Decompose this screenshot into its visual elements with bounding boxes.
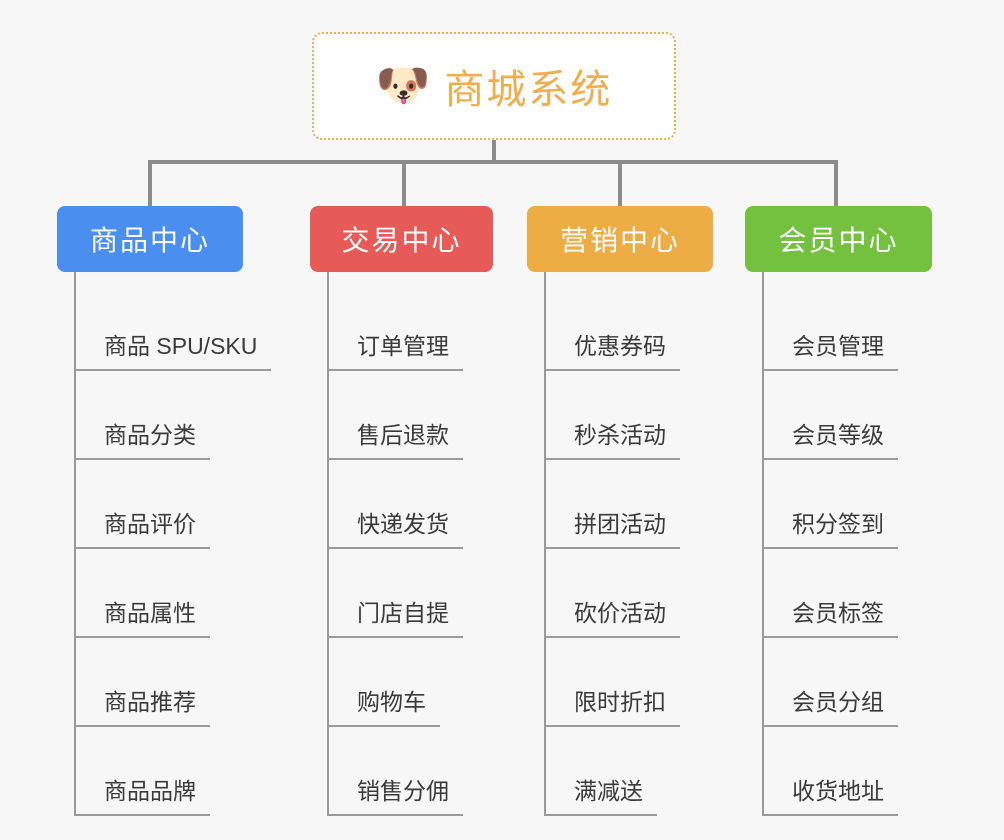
leaf-label: 购物车 [327, 683, 440, 727]
branch-header-label: 交易中心 [341, 225, 462, 256]
branch-leaf-list-product: 商品 SPU/SKU 商品分类 商品评价 商品属性 商品推荐 商品品牌 [74, 272, 307, 816]
leaf-item[interactable]: 限时折扣 [544, 638, 745, 727]
leaf-label: 优惠券码 [544, 327, 680, 371]
leaf-label: 商品推荐 [74, 683, 210, 727]
leaf-label: 积分签到 [762, 505, 898, 549]
branch-header-label: 营销中心 [559, 225, 680, 256]
branch-leaf-list-member: 会员管理 会员等级 积分签到 会员标签 会员分组 收货地址 [762, 272, 963, 816]
branch-column-member: 会员中心 会员管理 会员等级 积分签到 会员标签 会员分组 收货地址 [745, 206, 963, 816]
branch-column-trade: 交易中心 订单管理 售后退款 快递发货 门店自提 购物车 销售分佣 [310, 206, 528, 816]
leaf-label: 拼团活动 [544, 505, 680, 549]
leaf-item[interactable]: 积分签到 [762, 460, 963, 549]
leaf-label: 砍价活动 [544, 594, 680, 638]
leaf-item[interactable]: 商品分类 [74, 371, 307, 460]
connector-horizontal-bus [148, 160, 838, 164]
branch-leaf-list-marketing: 优惠券码 秒杀活动 拼团活动 砍价活动 限时折扣 满减送 [544, 272, 745, 816]
leaf-label: 会员分组 [762, 683, 898, 727]
connector-drop-branch-4 [834, 160, 838, 206]
branch-header-member[interactable]: 会员中心 [745, 206, 932, 272]
leaf-label: 快递发货 [327, 505, 463, 549]
leaf-label: 会员等级 [762, 416, 898, 460]
leaf-item[interactable]: 快递发货 [327, 460, 528, 549]
leaf-label: 收货地址 [762, 772, 898, 816]
connector-root-stem [492, 140, 496, 164]
leaf-item[interactable]: 商品属性 [74, 549, 307, 638]
branch-header-marketing[interactable]: 营销中心 [527, 206, 713, 272]
leaf-label: 商品品牌 [74, 772, 210, 816]
leaf-item[interactable]: 购物车 [327, 638, 528, 727]
root-node[interactable]: 🐶 商城系统 [312, 32, 676, 140]
leaf-item[interactable]: 会员管理 [762, 282, 963, 371]
leaf-item[interactable]: 拼团活动 [544, 460, 745, 549]
leaf-label: 会员管理 [762, 327, 898, 371]
connector-drop-branch-3 [618, 160, 622, 206]
leaf-label: 销售分佣 [327, 772, 463, 816]
leaf-item[interactable]: 会员分组 [762, 638, 963, 727]
branch-header-trade[interactable]: 交易中心 [310, 206, 493, 272]
leaf-label: 限时折扣 [544, 683, 680, 727]
leaf-item[interactable]: 商品评价 [74, 460, 307, 549]
leaf-item[interactable]: 砍价活动 [544, 549, 745, 638]
leaf-item[interactable]: 秒杀活动 [544, 371, 745, 460]
branch-column-product: 商品中心 商品 SPU/SKU 商品分类 商品评价 商品属性 商品推荐 商品品牌 [57, 206, 307, 816]
branch-header-label: 商品中心 [89, 225, 210, 256]
leaf-label: 售后退款 [327, 416, 463, 460]
leaf-item[interactable]: 商品 SPU/SKU [74, 282, 307, 371]
leaf-item[interactable]: 售后退款 [327, 371, 528, 460]
leaf-label: 订单管理 [327, 327, 463, 371]
leaf-label: 会员标签 [762, 594, 898, 638]
leaf-item[interactable]: 会员标签 [762, 549, 963, 638]
leaf-item[interactable]: 商品品牌 [74, 727, 307, 816]
leaf-label: 商品分类 [74, 416, 210, 460]
dog-face-icon: 🐶 [375, 61, 431, 110]
leaf-item[interactable]: 会员等级 [762, 371, 963, 460]
leaf-item[interactable]: 满减送 [544, 727, 745, 816]
branch-header-product[interactable]: 商品中心 [57, 206, 243, 272]
connector-drop-branch-1 [148, 160, 152, 206]
leaf-item[interactable]: 订单管理 [327, 282, 528, 371]
leaf-item[interactable]: 收货地址 [762, 727, 963, 816]
connector-drop-branch-2 [402, 160, 406, 206]
leaf-item[interactable]: 优惠券码 [544, 282, 745, 371]
leaf-label: 商品 SPU/SKU [74, 327, 272, 371]
leaf-item[interactable]: 商品推荐 [74, 638, 307, 727]
leaf-label: 商品评价 [74, 505, 210, 549]
leaf-item[interactable]: 门店自提 [327, 549, 528, 638]
root-title: 商城系统 [444, 68, 613, 112]
branch-header-label: 会员中心 [778, 225, 899, 256]
leaf-label: 秒杀活动 [544, 416, 680, 460]
branch-leaf-list-trade: 订单管理 售后退款 快递发货 门店自提 购物车 销售分佣 [327, 272, 528, 816]
leaf-item[interactable]: 销售分佣 [327, 727, 528, 816]
leaf-label: 商品属性 [74, 594, 210, 638]
leaf-label: 门店自提 [327, 594, 463, 638]
branch-column-marketing: 营销中心 优惠券码 秒杀活动 拼团活动 砍价活动 限时折扣 满减送 [527, 206, 745, 816]
leaf-label: 满减送 [544, 772, 657, 816]
